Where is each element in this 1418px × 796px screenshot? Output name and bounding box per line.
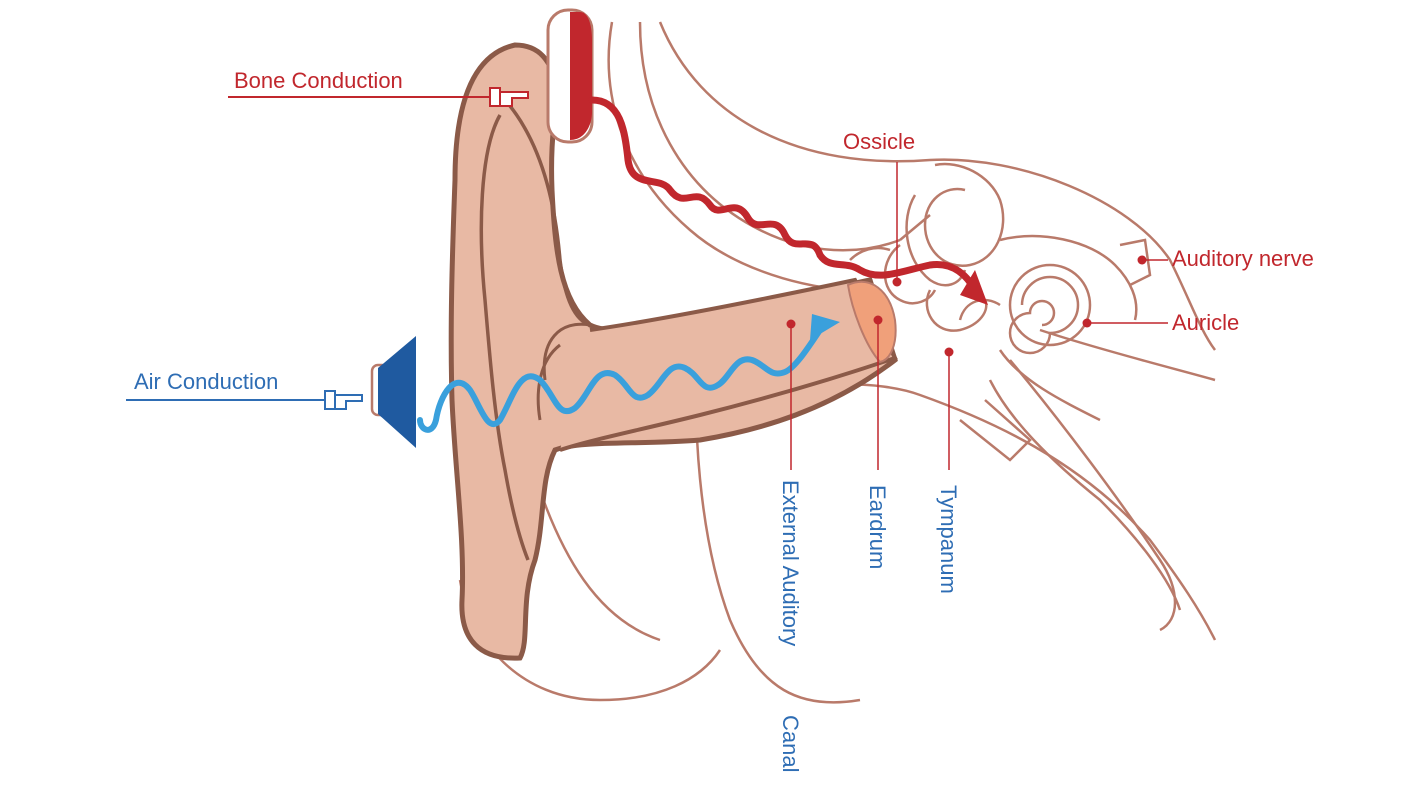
ossicle-label: Ossicle xyxy=(843,129,915,154)
bone-transducer-icon xyxy=(546,8,594,144)
eardrum-label: Eardrum xyxy=(865,485,890,569)
air-conduction-label: Air Conduction xyxy=(134,369,278,394)
ossicle-marker xyxy=(892,277,902,287)
outer-ear xyxy=(448,42,898,661)
auricle-fold-inner xyxy=(479,114,530,561)
auditory-nerve-label: Auditory nerve xyxy=(1172,246,1314,271)
external-auditory-canal xyxy=(559,277,898,452)
eardrum-shape xyxy=(846,280,897,364)
air-wave-arrowhead xyxy=(810,314,840,340)
inner-ear xyxy=(849,162,1182,611)
speaker-cone-icon xyxy=(370,336,416,448)
external-auditory-label: External Auditory xyxy=(778,480,803,646)
pointing-hand-icon xyxy=(489,87,529,107)
tympanum-label: Tympanum xyxy=(936,485,961,594)
bone-conduction-wave xyxy=(588,96,979,294)
pointing-hand-icon xyxy=(324,390,363,410)
auricle-fold-antihelix xyxy=(503,98,591,327)
bone-conduction-label: Bone Conduction xyxy=(234,68,403,93)
canal-label: Canal xyxy=(778,715,803,772)
auricle-label: Auricle xyxy=(1172,310,1239,335)
air-conduction-wave xyxy=(417,327,823,433)
bone-wave-arrowhead xyxy=(960,270,988,305)
